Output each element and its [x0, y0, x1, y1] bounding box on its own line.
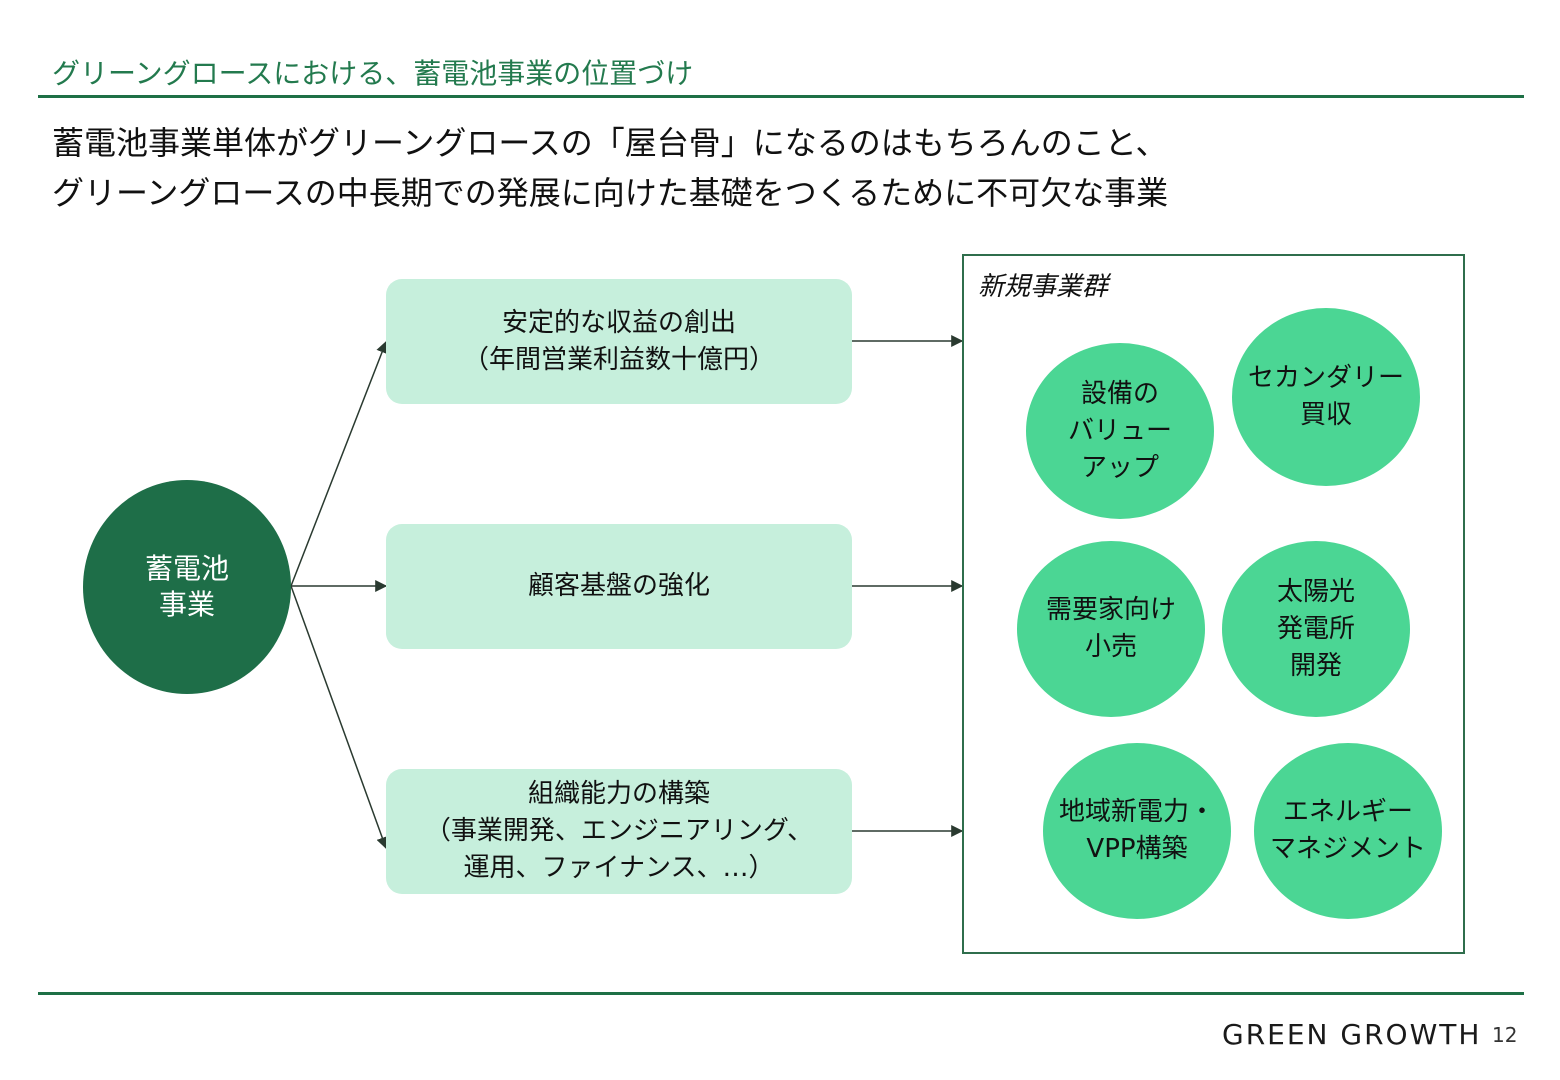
- page-number: 12: [1492, 1023, 1518, 1047]
- bubble-line: エネルギー: [1282, 797, 1413, 827]
- brand-logo: GREEN GROWTH: [1222, 1018, 1482, 1051]
- pillar-title: 組織能力の構築: [527, 779, 710, 809]
- pillar-organizational-capability: 組織能力の構築 （事業開発、エンジニアリング、 運用、ファイナンス、…）: [386, 769, 852, 894]
- bubble-line: バリュー: [1067, 415, 1172, 446]
- bubble-line: VPP構築: [1086, 834, 1188, 864]
- arrow-to-capability: [290, 585, 388, 850]
- bubble-line: 発電所: [1276, 613, 1355, 644]
- bubble-line: 買収: [1299, 400, 1352, 430]
- battery-business-line-1: 蓄電池: [144, 552, 229, 585]
- pillar-title: 顧客基盤の強化: [527, 571, 710, 601]
- pillar-detail: （事業開発、エンジニアリング、: [424, 816, 814, 846]
- pillar-detail: （年間営業利益数十億円）: [462, 344, 775, 375]
- footer-divider: [38, 992, 1524, 995]
- battery-business-node: 蓄電池 事業: [83, 480, 291, 694]
- bubble-line: 設備の: [1080, 378, 1159, 409]
- bubble-regional-power-vpp: 地域新電力・ VPP構築: [1043, 743, 1231, 919]
- bubble-asset-value-up: 設備の バリュー アップ: [1026, 343, 1214, 519]
- bubble-line: 地域新電力・: [1058, 797, 1215, 827]
- battery-business-line-2: 事業: [158, 588, 215, 621]
- section-title: グリーングロースにおける、蓄電池事業の位置づけ: [52, 57, 694, 90]
- headline: 蓄電池事業単体がグリーングロースの「屋台骨」になるのはもちろんのこと、 グリーン…: [52, 118, 1168, 218]
- arrow-to-revenue: [290, 340, 388, 587]
- pillar-stable-revenue: 安定的な収益の創出 （年間営業利益数十億円）: [386, 279, 852, 404]
- bubble-line: 開発: [1289, 650, 1342, 681]
- bubble-line: 太陽光: [1276, 576, 1355, 607]
- pillar-title: 安定的な収益の創出: [501, 307, 736, 338]
- header-divider: [38, 95, 1524, 98]
- bubble-line: マネジメント: [1269, 834, 1426, 864]
- headline-line-1: 蓄電池事業単体がグリーングロースの「屋台骨」になるのはもちろんのこと、: [52, 124, 1168, 162]
- bubble-solar-development: 太陽光 発電所 開発: [1222, 541, 1410, 717]
- headline-line-2: グリーングロースの中長期での発展に向けた基礎をつくるために不可欠な事業: [52, 174, 1169, 212]
- bubble-line: アップ: [1080, 452, 1159, 483]
- new-business-frame: [962, 254, 1465, 954]
- pillar-customer-base: 顧客基盤の強化: [386, 524, 852, 649]
- bubble-line: 需要家向け: [1045, 595, 1176, 625]
- bubble-secondary-acquisition: セカンダリー 買収: [1232, 308, 1420, 486]
- pillar-detail: 運用、ファイナンス、…）: [463, 853, 775, 883]
- bubble-line: セカンダリー: [1247, 363, 1404, 393]
- new-business-label: 新規事業群: [978, 272, 1109, 302]
- bubble-energy-management: エネルギー マネジメント: [1254, 743, 1442, 919]
- bubble-line: 小売: [1084, 632, 1137, 662]
- bubble-consumer-retail: 需要家向け 小売: [1017, 541, 1205, 717]
